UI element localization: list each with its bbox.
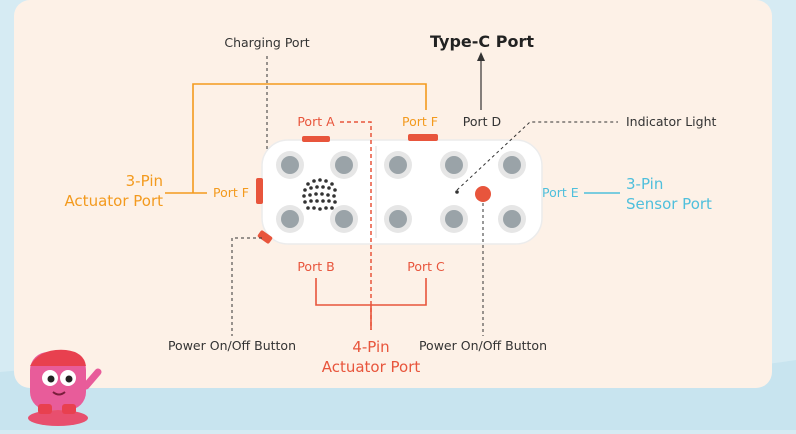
actuator-3pin-title-line1: 3-Pin: [126, 172, 163, 190]
port-d-label: Port D: [463, 114, 501, 129]
port-c-label: Port C: [407, 259, 445, 274]
port-button: [276, 151, 304, 179]
power-button-left-label: Power On/Off Button: [168, 338, 296, 353]
pink-robot-mascot-icon: [28, 349, 102, 426]
device-body: [256, 134, 543, 245]
speaker-grille: [302, 178, 337, 211]
indicator-dot: [455, 190, 459, 194]
port-button: [498, 205, 526, 233]
port-button: [384, 205, 412, 233]
indicator-light-label: Indicator Light: [626, 114, 717, 129]
power-button-right-label: Power On/Off Button: [419, 338, 547, 353]
port-button: [440, 151, 468, 179]
port-f-top-connector: [408, 134, 438, 141]
port-e-label: Port E: [542, 185, 579, 200]
port-f-top-label: Port F: [402, 114, 438, 129]
port-b-label: Port B: [297, 259, 334, 274]
power-button-left-switch: [257, 230, 273, 244]
power-button-left-leader: [231, 237, 262, 336]
port-button: [440, 205, 468, 233]
port-f-left-label: Port F: [213, 185, 249, 200]
port-a-connector: [302, 136, 330, 142]
port-button: [330, 205, 358, 233]
actuator-3pin-title-line2: Actuator Port: [64, 192, 163, 210]
type-c-arrow-icon: [477, 52, 485, 61]
sensor-3pin-title-line2: Sensor Port: [626, 195, 712, 213]
port-button: [276, 205, 304, 233]
charging-port-label: Charging Port: [224, 35, 309, 50]
port-button: [330, 151, 358, 179]
actuator-4pin-title-line2: Actuator Port: [322, 358, 421, 376]
sensor-3pin-title-line1: 3-Pin: [626, 175, 663, 193]
actuator-4pin-title-line1: 4-Pin: [352, 338, 389, 356]
port-a-label: Port A: [297, 114, 335, 129]
indicator-light-leader: [456, 121, 618, 191]
indicator-light-icon: [475, 186, 491, 202]
port-a-leader: [340, 121, 372, 330]
type-c-port-label: Type-C Port: [430, 32, 534, 51]
port-button: [498, 151, 526, 179]
actuator-3pin-bracket: [192, 83, 427, 193]
port-f-left-connector: [256, 178, 263, 204]
port-button: [384, 151, 412, 179]
